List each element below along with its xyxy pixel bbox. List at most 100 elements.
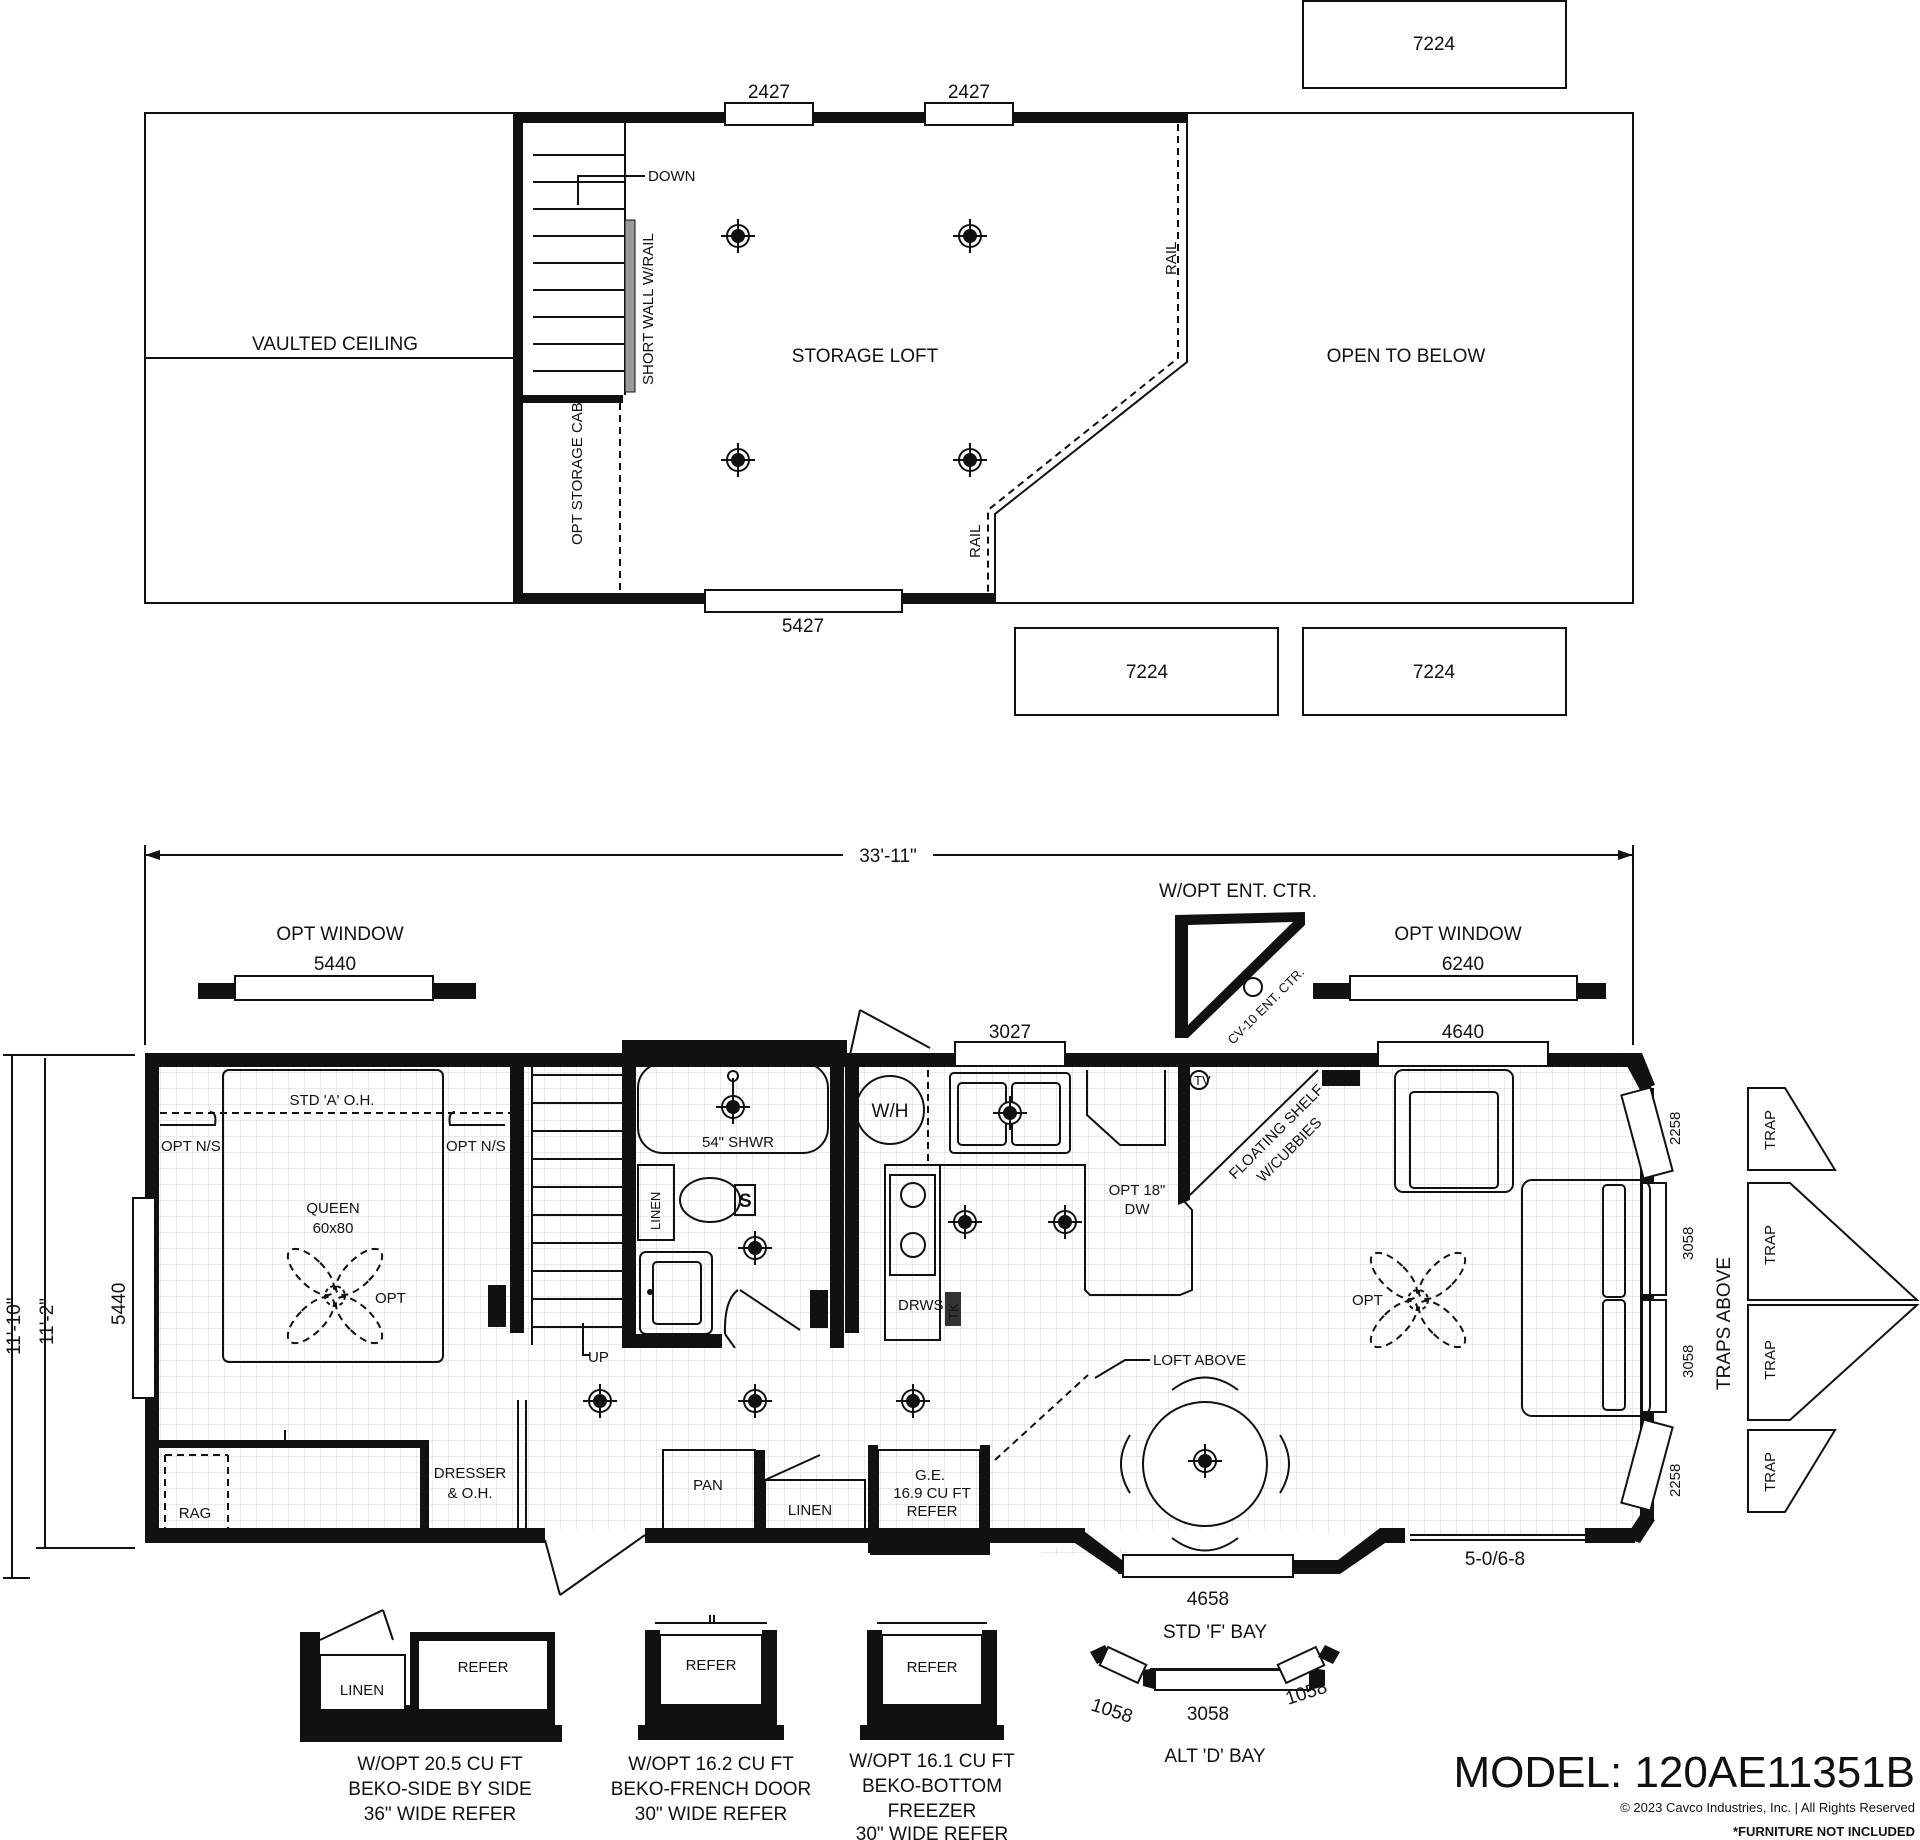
- open-to-below-label: OPEN TO BELOW: [1327, 346, 1486, 367]
- trap-label: TRAP: [1762, 1110, 1779, 1150]
- window-3027-label: 3027: [989, 1022, 1031, 1043]
- sbs-linen-label: LINEN: [340, 1682, 384, 1699]
- entry-door-label: 5-0/6-8: [1465, 1549, 1525, 1570]
- opt-window-right-size: 6240: [1442, 954, 1484, 975]
- window-4640-label: 4640: [1442, 1022, 1484, 1043]
- toilet-icon: S: [739, 1191, 752, 1212]
- fd-line2: BEKO-FRENCH DOOR: [611, 1779, 812, 1800]
- loft-window-left: [724, 102, 814, 126]
- down-label: DOWN: [648, 168, 696, 185]
- refer-ge-size-label: 16.9 CU FT: [893, 1485, 971, 1502]
- storage-loft-label: STORAGE LOFT: [792, 346, 939, 367]
- loft-window-left-label: 2427: [748, 82, 790, 103]
- window-bed-side: [132, 1197, 156, 1399]
- copyright-label: © 2023 Cavco Industries, Inc. | All Righ…: [1620, 1800, 1915, 1815]
- dishwasher-opt-label: OPT 18": [1109, 1182, 1166, 1199]
- opt-ns-left-label: OPT N/S: [161, 1138, 221, 1155]
- window-box-bottom-left: [1014, 627, 1279, 716]
- sbs-line1: W/OPT 20.5 CU FT: [357, 1754, 523, 1775]
- loft-above-label: LOFT ABOVE: [1153, 1352, 1246, 1369]
- window-3058-b-label: 3058: [1680, 1345, 1697, 1378]
- trap-label: TRAP: [1762, 1452, 1779, 1492]
- fd-line3: 30" WIDE REFER: [635, 1804, 787, 1825]
- sbs-line2: BEKO-SIDE BY SIDE: [348, 1779, 531, 1800]
- window-bed-side-label: 5440: [109, 1283, 130, 1325]
- height-inner-dim: 11'-2": [37, 1298, 58, 1345]
- furniture-note: *FURNITURE NOT INCLUDED: [1733, 1824, 1915, 1839]
- loft-window-bottom: [704, 589, 903, 613]
- vaulted-ceiling-label: VAULTED CEILING: [252, 334, 418, 355]
- trap-label: TRAP: [1762, 1225, 1779, 1265]
- loft-window-bottom-label: 5427: [782, 616, 824, 637]
- traps-above-label: TRAPS ABOVE: [1714, 1257, 1735, 1390]
- ent-ctr-title: W/OPT ENT. CTR.: [1159, 881, 1317, 902]
- up-label: UP: [588, 1349, 609, 1366]
- std-a-oh-label: STD 'A' O.H.: [290, 1092, 375, 1109]
- dishwasher-label: DW: [1125, 1201, 1151, 1218]
- window-3058-a-label: 3058: [1680, 1227, 1697, 1260]
- bf-line3: FREEZER: [888, 1801, 977, 1822]
- bath-linen-label: LINEN: [648, 1192, 663, 1230]
- bay-window-label: 4658: [1187, 1589, 1229, 1610]
- model-label: MODEL: 120AE11351B: [1454, 1748, 1915, 1797]
- opt-ns-right-label: OPT N/S: [446, 1138, 506, 1155]
- refer-options: LINEN REFER W/OPT 20.5 CU FT BEKO-SIDE B…: [300, 1609, 1340, 1840]
- living-fan-opt-label: OPT: [1352, 1292, 1383, 1309]
- bf-line2: BEKO-BOTTOM: [862, 1776, 1002, 1797]
- alt-bay-left-label: 1058: [1088, 1695, 1135, 1728]
- loft-light: [952, 442, 988, 478]
- window-box-bottom-right-label: 7224: [1413, 662, 1456, 683]
- tv-icon: TV: [1194, 1073, 1211, 1088]
- rail-lower-label: RAIL: [967, 525, 984, 558]
- window-box-bottom-right: [1302, 627, 1567, 716]
- refer-ge-refer-label: REFER: [907, 1503, 958, 1520]
- loft-stairs: [533, 123, 626, 395]
- water-heater-label: W/H: [872, 1101, 909, 1122]
- std-bay-label: STD 'F' BAY: [1163, 1622, 1267, 1643]
- bedroom-fan-opt-label: OPT: [375, 1290, 406, 1307]
- short-wall-rail: [624, 219, 636, 393]
- window-box-bottom-left-label: 7224: [1126, 662, 1169, 683]
- bf-refer-label: REFER: [907, 1659, 958, 1676]
- loft-light: [952, 218, 988, 254]
- dresser-label: DRESSER: [434, 1465, 507, 1482]
- opt-window-left-size: 5440: [314, 954, 356, 975]
- loft-light: [720, 218, 756, 254]
- opt-window-left-title: OPT WINDOW: [276, 924, 403, 945]
- refer-ge-label: G.E.: [915, 1467, 945, 1484]
- sbs-refer-label: REFER: [458, 1659, 509, 1676]
- storage-cab-label: OPT STORAGE CAB: [569, 402, 586, 545]
- dresser-oh-label: & O.H.: [447, 1485, 492, 1502]
- window-2258-top-label: 2258: [1667, 1112, 1684, 1145]
- fd-refer-label: REFER: [686, 1657, 737, 1674]
- overall-width-dim: 33'-11": [859, 846, 917, 867]
- bf-line4: 30" WIDE REFER: [856, 1824, 1008, 1840]
- window-box-top: [1302, 0, 1567, 89]
- rag-label: RAG: [179, 1505, 212, 1522]
- height-outer-dim: 11'-10": [4, 1297, 25, 1355]
- alt-bay-label: ALT 'D' BAY: [1164, 1746, 1266, 1767]
- loft-window-right-label: 2427: [948, 82, 990, 103]
- window-2258-bottom-label: 2258: [1667, 1464, 1684, 1497]
- sbs-line3: 36" WIDE REFER: [364, 1804, 516, 1825]
- rail-upper-label: RAIL: [1163, 242, 1180, 275]
- window-box-top-label: 7224: [1413, 34, 1456, 55]
- pantry-label: PAN: [693, 1477, 723, 1494]
- shower-label: 54" SHWR: [702, 1134, 774, 1151]
- loft-plan: 7224 2427 2427 5427 DOWN: [144, 0, 1634, 716]
- short-wall-label: SHORT WALL W/RAIL: [640, 233, 657, 385]
- queen-size-label: 60x80: [313, 1220, 354, 1237]
- bf-line1: W/OPT 16.1 CU FT: [849, 1751, 1015, 1772]
- loft-light: [720, 442, 756, 478]
- alt-bay-center-label: 3058: [1187, 1704, 1229, 1725]
- hall-linen-label: LINEN: [788, 1502, 832, 1519]
- loft-window-right: [924, 102, 1014, 126]
- trash-icon: TK: [946, 1303, 961, 1320]
- queen-label: QUEEN: [306, 1200, 359, 1217]
- opt-window-right-title: OPT WINDOW: [1394, 924, 1521, 945]
- trap-label: TRAP: [1762, 1340, 1779, 1380]
- drawers-label: DRWS: [898, 1297, 944, 1314]
- fd-line1: W/OPT 16.2 CU FT: [628, 1754, 794, 1775]
- main-floor-plan: 33'-11" OPT WINDOW 5440 OPT WINDOW 6240 …: [3, 843, 1920, 1643]
